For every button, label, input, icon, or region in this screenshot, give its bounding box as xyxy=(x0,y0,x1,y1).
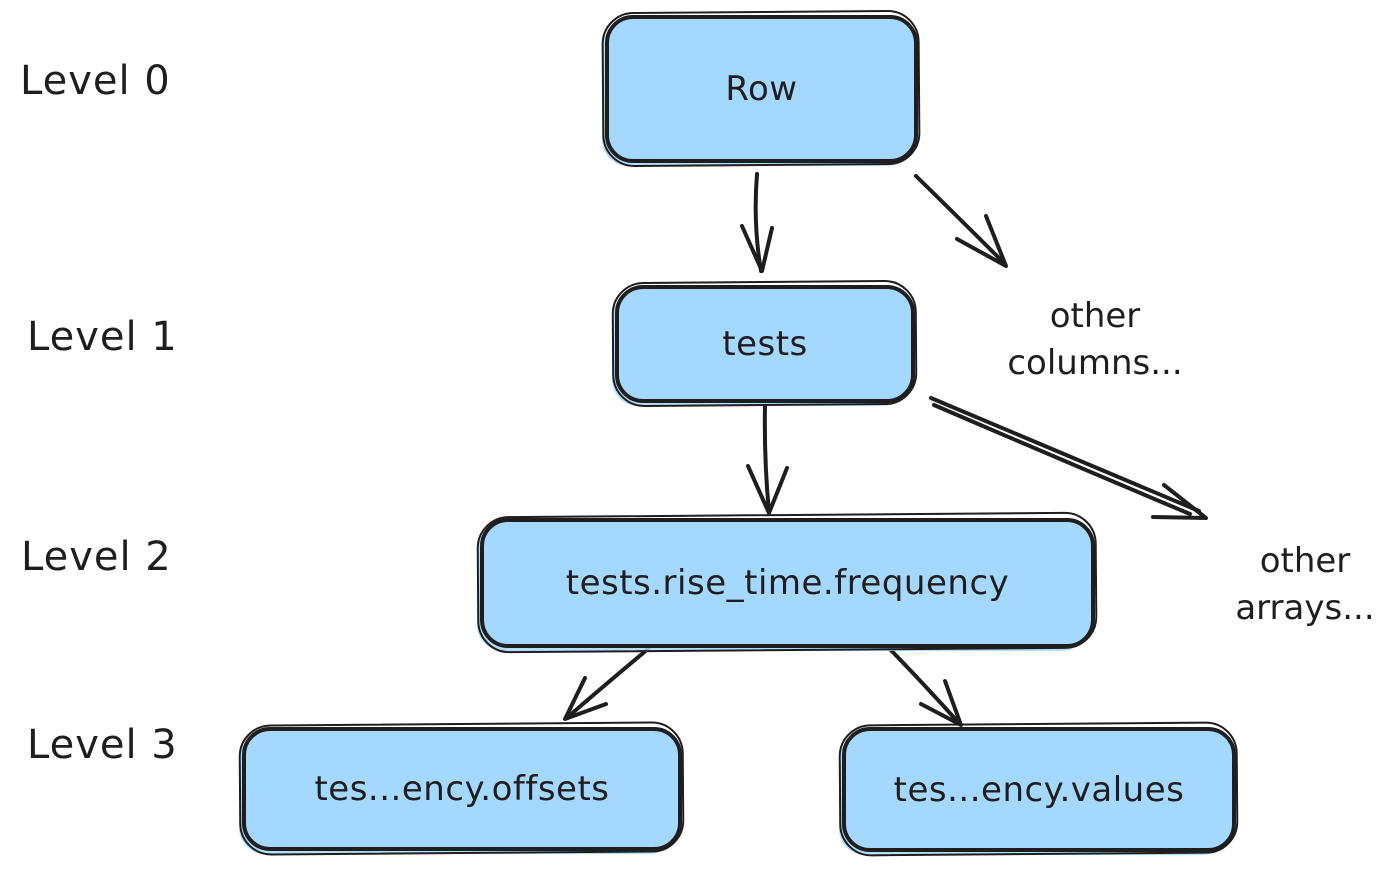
level-label-2: Level 2 xyxy=(21,534,172,580)
node-offsets: tes...ency.offsets xyxy=(242,727,682,851)
annotation-other-columns: other columns... xyxy=(990,293,1200,387)
annotation-other-arrays-line2: arrays... xyxy=(1235,587,1375,628)
arrow-tests-to-frequency xyxy=(746,404,789,515)
level-label-0: Level 0 xyxy=(20,58,171,104)
annotation-other-columns-line2: columns... xyxy=(1007,342,1183,383)
node-values: tes...ency.values xyxy=(842,727,1236,852)
annotation-other-columns-line1: other xyxy=(1049,296,1141,336)
node-frequency: tests.rise_time.frequency xyxy=(480,518,1095,648)
level-label-3: Level 3 xyxy=(27,722,178,768)
annotation-other-arrays: other arrays... xyxy=(1205,538,1397,632)
arrow-row-to-other-columns xyxy=(914,174,1008,268)
arrow-frequency-to-offsets xyxy=(563,647,650,721)
node-offsets-label: tes...ency.offsets xyxy=(314,769,610,809)
node-frequency-label: tests.rise_time.frequency xyxy=(565,563,1010,603)
node-row: Row xyxy=(605,15,918,163)
node-tests-label: tests xyxy=(722,324,808,364)
node-values-label: tes...ency.values xyxy=(893,769,1185,810)
arrow-tests-to-other-arrays xyxy=(929,396,1208,520)
arrow-frequency-to-values xyxy=(882,641,963,727)
arrow-row-to-tests xyxy=(740,172,774,273)
level-label-1: Level 1 xyxy=(27,314,178,360)
annotation-other-arrays-line1: other xyxy=(1259,541,1351,581)
node-tests: tests xyxy=(615,285,915,403)
node-row-label: Row xyxy=(725,69,798,109)
